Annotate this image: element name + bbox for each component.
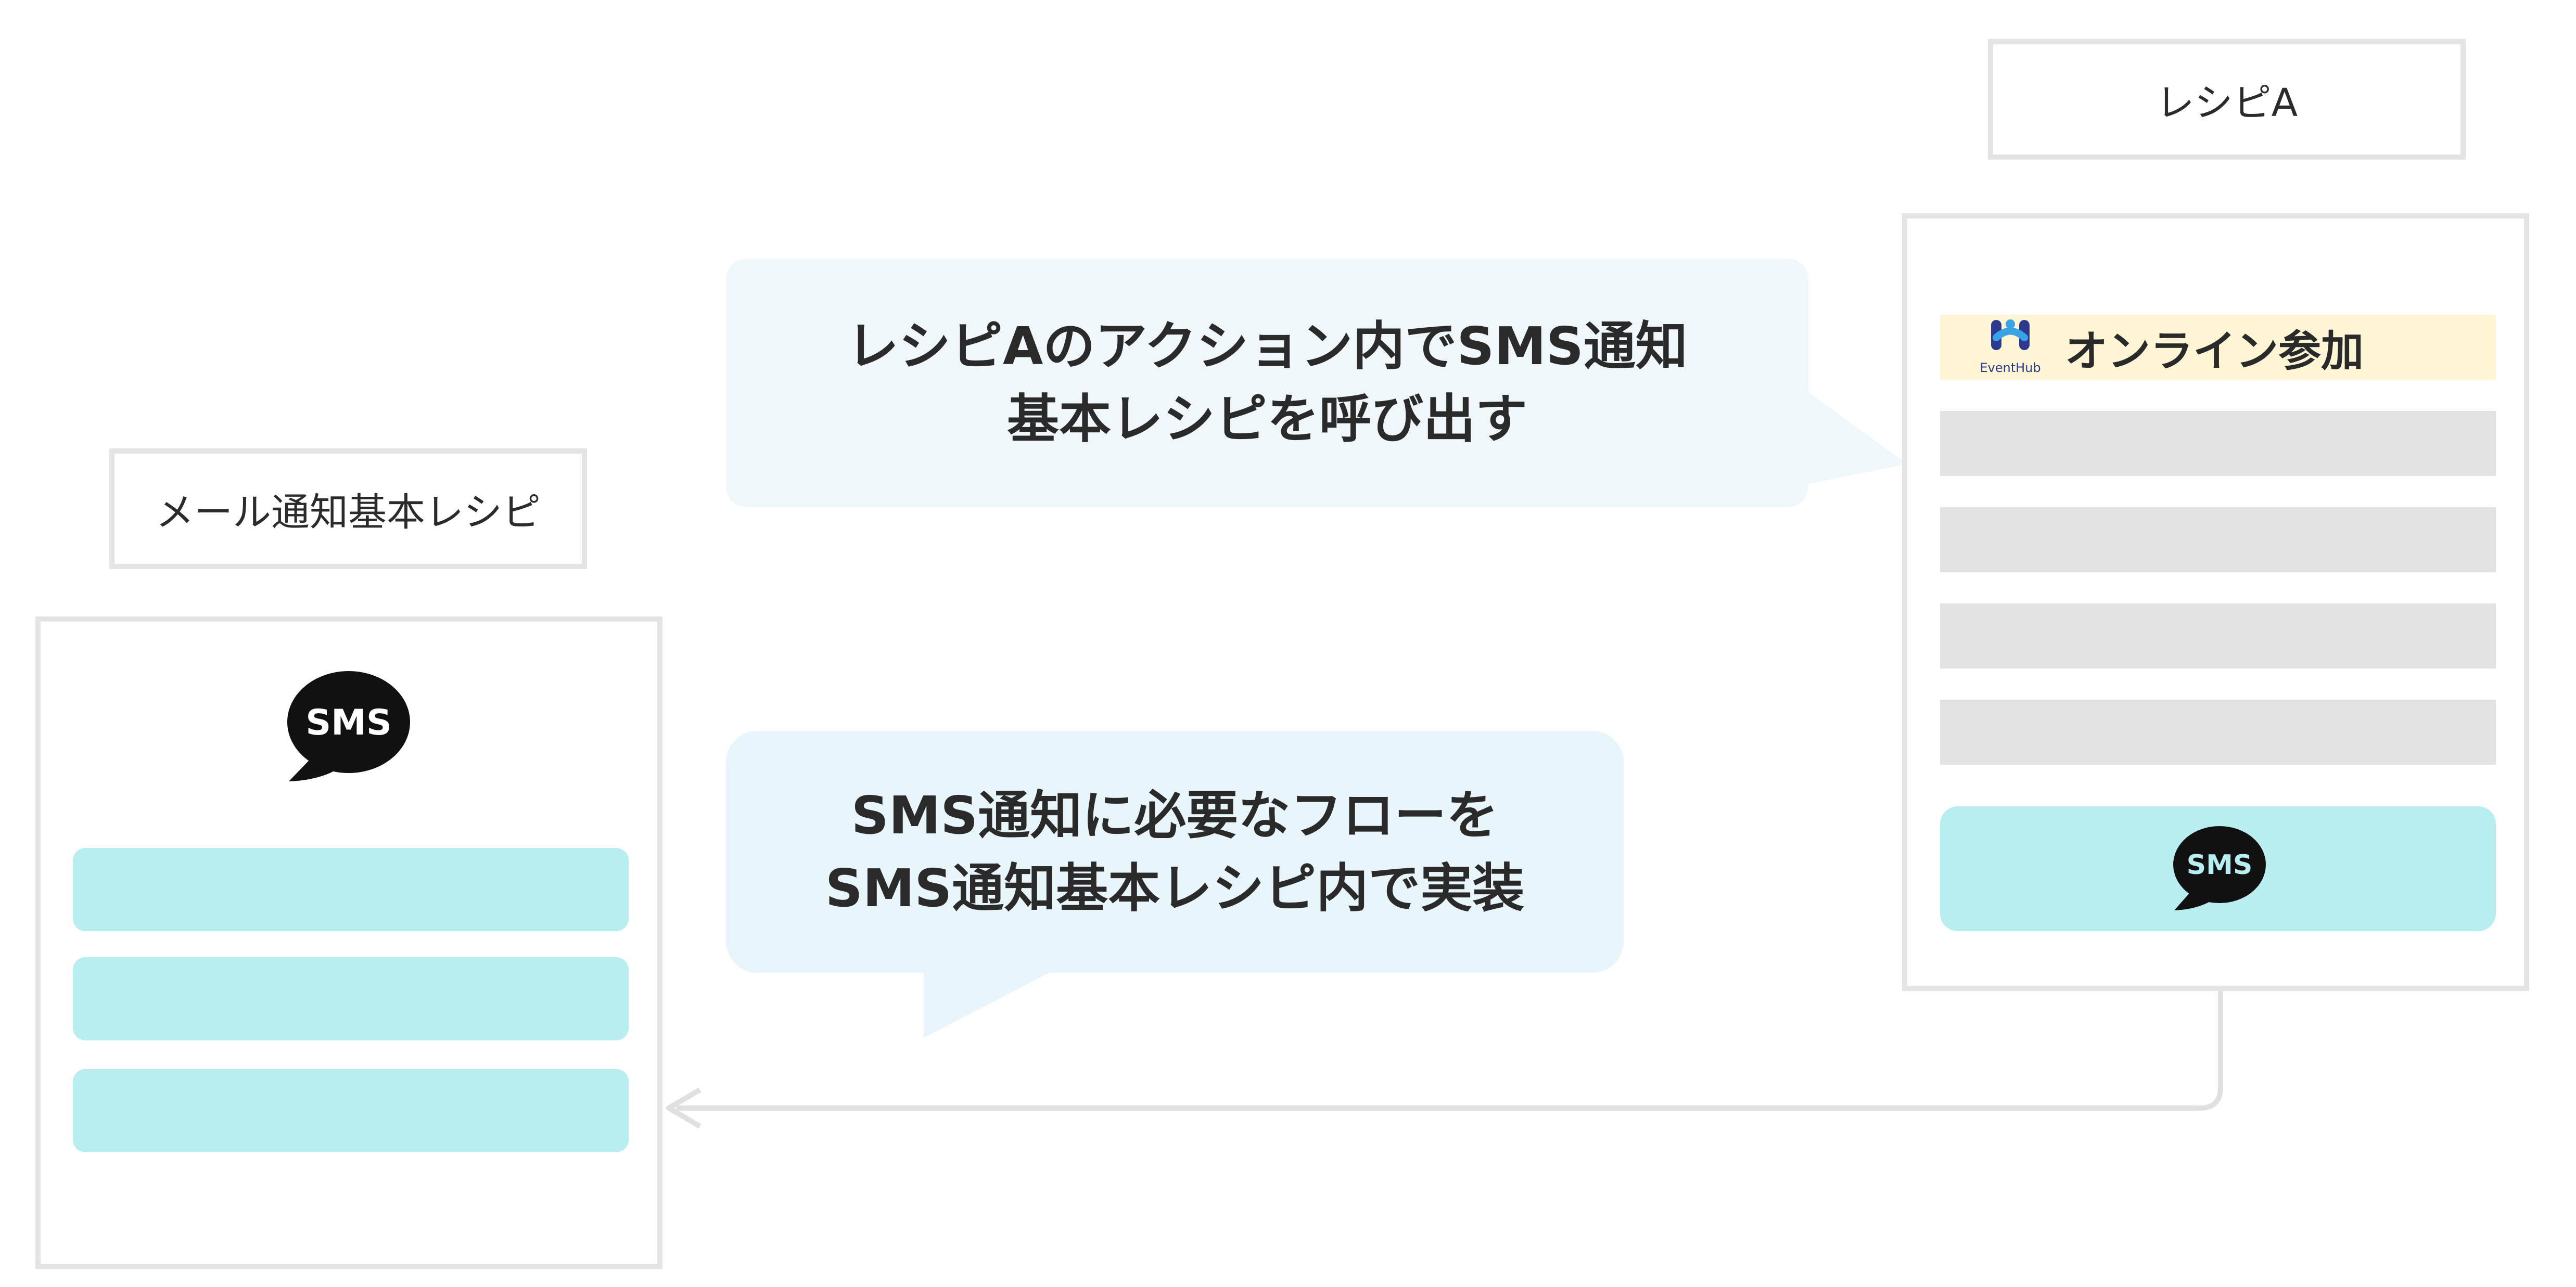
left-sms-badge-text: SMS bbox=[305, 702, 392, 743]
callout-bottom-line-1: SMS通知に必要なフローを bbox=[851, 784, 1499, 846]
callout-bottom-line-2: SMS通知基本レシピ内で実装 bbox=[825, 857, 1525, 919]
left-recipe-title-text: メール通知基本レシピ bbox=[156, 490, 541, 535]
right-recipe-title-text: レシピA bbox=[2156, 80, 2298, 125]
placeholder-step-3[interactable] bbox=[1940, 603, 2496, 668]
sms-chat-bubble-icon: SMS bbox=[287, 671, 410, 781]
callout-top-line-1: レシピAのアクション内でSMS通知 bbox=[847, 316, 1688, 377]
callout-top-bubble bbox=[726, 259, 1907, 507]
callout-bottom: SMS通知に必要なフローを SMS通知基本レシピ内で実装 bbox=[726, 731, 1624, 973]
placeholder-step-4[interactable] bbox=[1940, 700, 2496, 765]
call-arrow-line bbox=[677, 991, 2223, 1111]
left-recipe-title: メール通知基本レシピ bbox=[109, 448, 587, 569]
callout-top: レシピAのアクション内でSMS通知 基本レシピを呼び出す bbox=[726, 259, 1808, 507]
eventhub-logo-icon bbox=[1991, 319, 2030, 350]
left-sms-badge: SMS bbox=[284, 671, 411, 783]
left-recipe-step-1[interactable] bbox=[73, 848, 629, 931]
callout-top-line-2: 基本レシピを呼び出す bbox=[1007, 389, 1527, 449]
eventhub-logo: EventHub bbox=[1976, 315, 2060, 380]
trigger-label: オンライン参加 bbox=[2065, 327, 2364, 376]
left-recipe-step-3[interactable] bbox=[73, 1069, 629, 1152]
trigger-row[interactable]: EventHub オンライン参加 bbox=[1940, 315, 2496, 380]
right-recipe-title: レシピA bbox=[1988, 39, 2466, 160]
sms-call-step[interactable]: SMS bbox=[1940, 806, 2496, 931]
call-arrow-head bbox=[666, 1087, 702, 1129]
left-recipe-step-2[interactable] bbox=[73, 957, 629, 1040]
placeholder-step-2[interactable] bbox=[1940, 507, 2496, 572]
sms-call-badge-text: SMS bbox=[2186, 850, 2252, 881]
placeholder-step-1[interactable] bbox=[1940, 411, 2496, 476]
sms-chat-bubble-icon: SMS bbox=[2173, 826, 2266, 910]
callout-bottom-bubble bbox=[726, 731, 1624, 1038]
eventhub-logo-text: EventHub bbox=[1980, 361, 2041, 375]
